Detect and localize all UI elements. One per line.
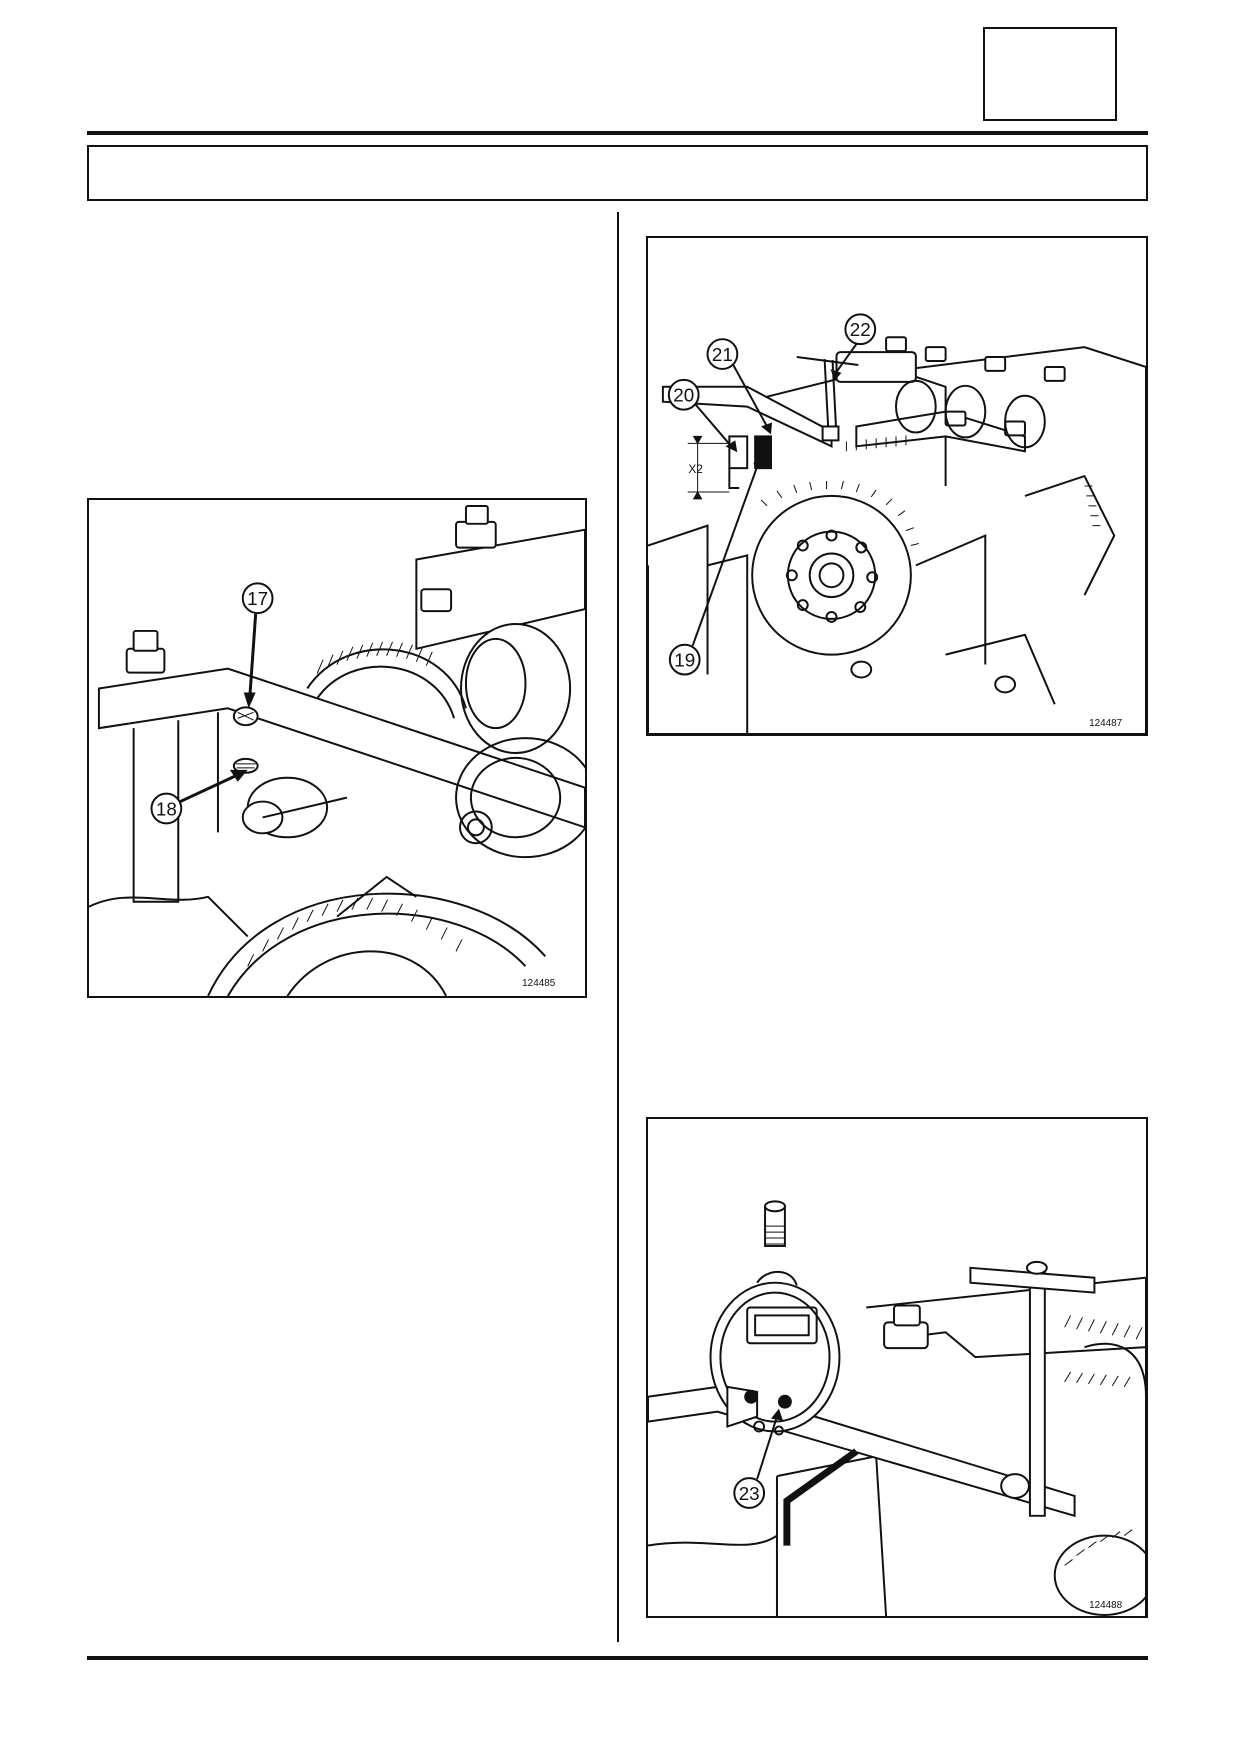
footer-rule — [87, 1656, 1148, 1660]
page-number-box — [983, 27, 1117, 121]
figure-dial-gauge: 23 124488 — [646, 1117, 1148, 1618]
column-divider — [617, 212, 619, 1642]
section-title-box — [87, 145, 1148, 201]
figure-2-reference: 124487 — [1089, 718, 1123, 729]
header-rule — [87, 131, 1148, 135]
callout-23: 23 — [739, 1483, 760, 1504]
callout-17: 17 — [247, 588, 268, 609]
figure-3-reference: 124488 — [1089, 1600, 1123, 1611]
figure-1-reference: 124485 — [522, 978, 556, 989]
callout-20: 20 — [673, 385, 694, 406]
callout-18: 18 — [156, 798, 177, 819]
figure-3-illustration: 23 124488 — [648, 1200, 1146, 1616]
figure-camshaft-gear-bolts: 17 18 124485 — [87, 498, 587, 998]
figure-1-illustration: 17 18 124485 — [89, 504, 585, 996]
callout-19: 19 — [674, 650, 695, 671]
callout-21: 21 — [712, 344, 733, 365]
figure-2-illustration: X2 19 20 21 22 124487 — [648, 313, 1146, 734]
figure-timing-setting-tool: X2 19 20 21 22 124487 — [646, 236, 1148, 736]
dimension-label-x2: X2 — [688, 462, 703, 476]
callout-22: 22 — [850, 319, 871, 340]
